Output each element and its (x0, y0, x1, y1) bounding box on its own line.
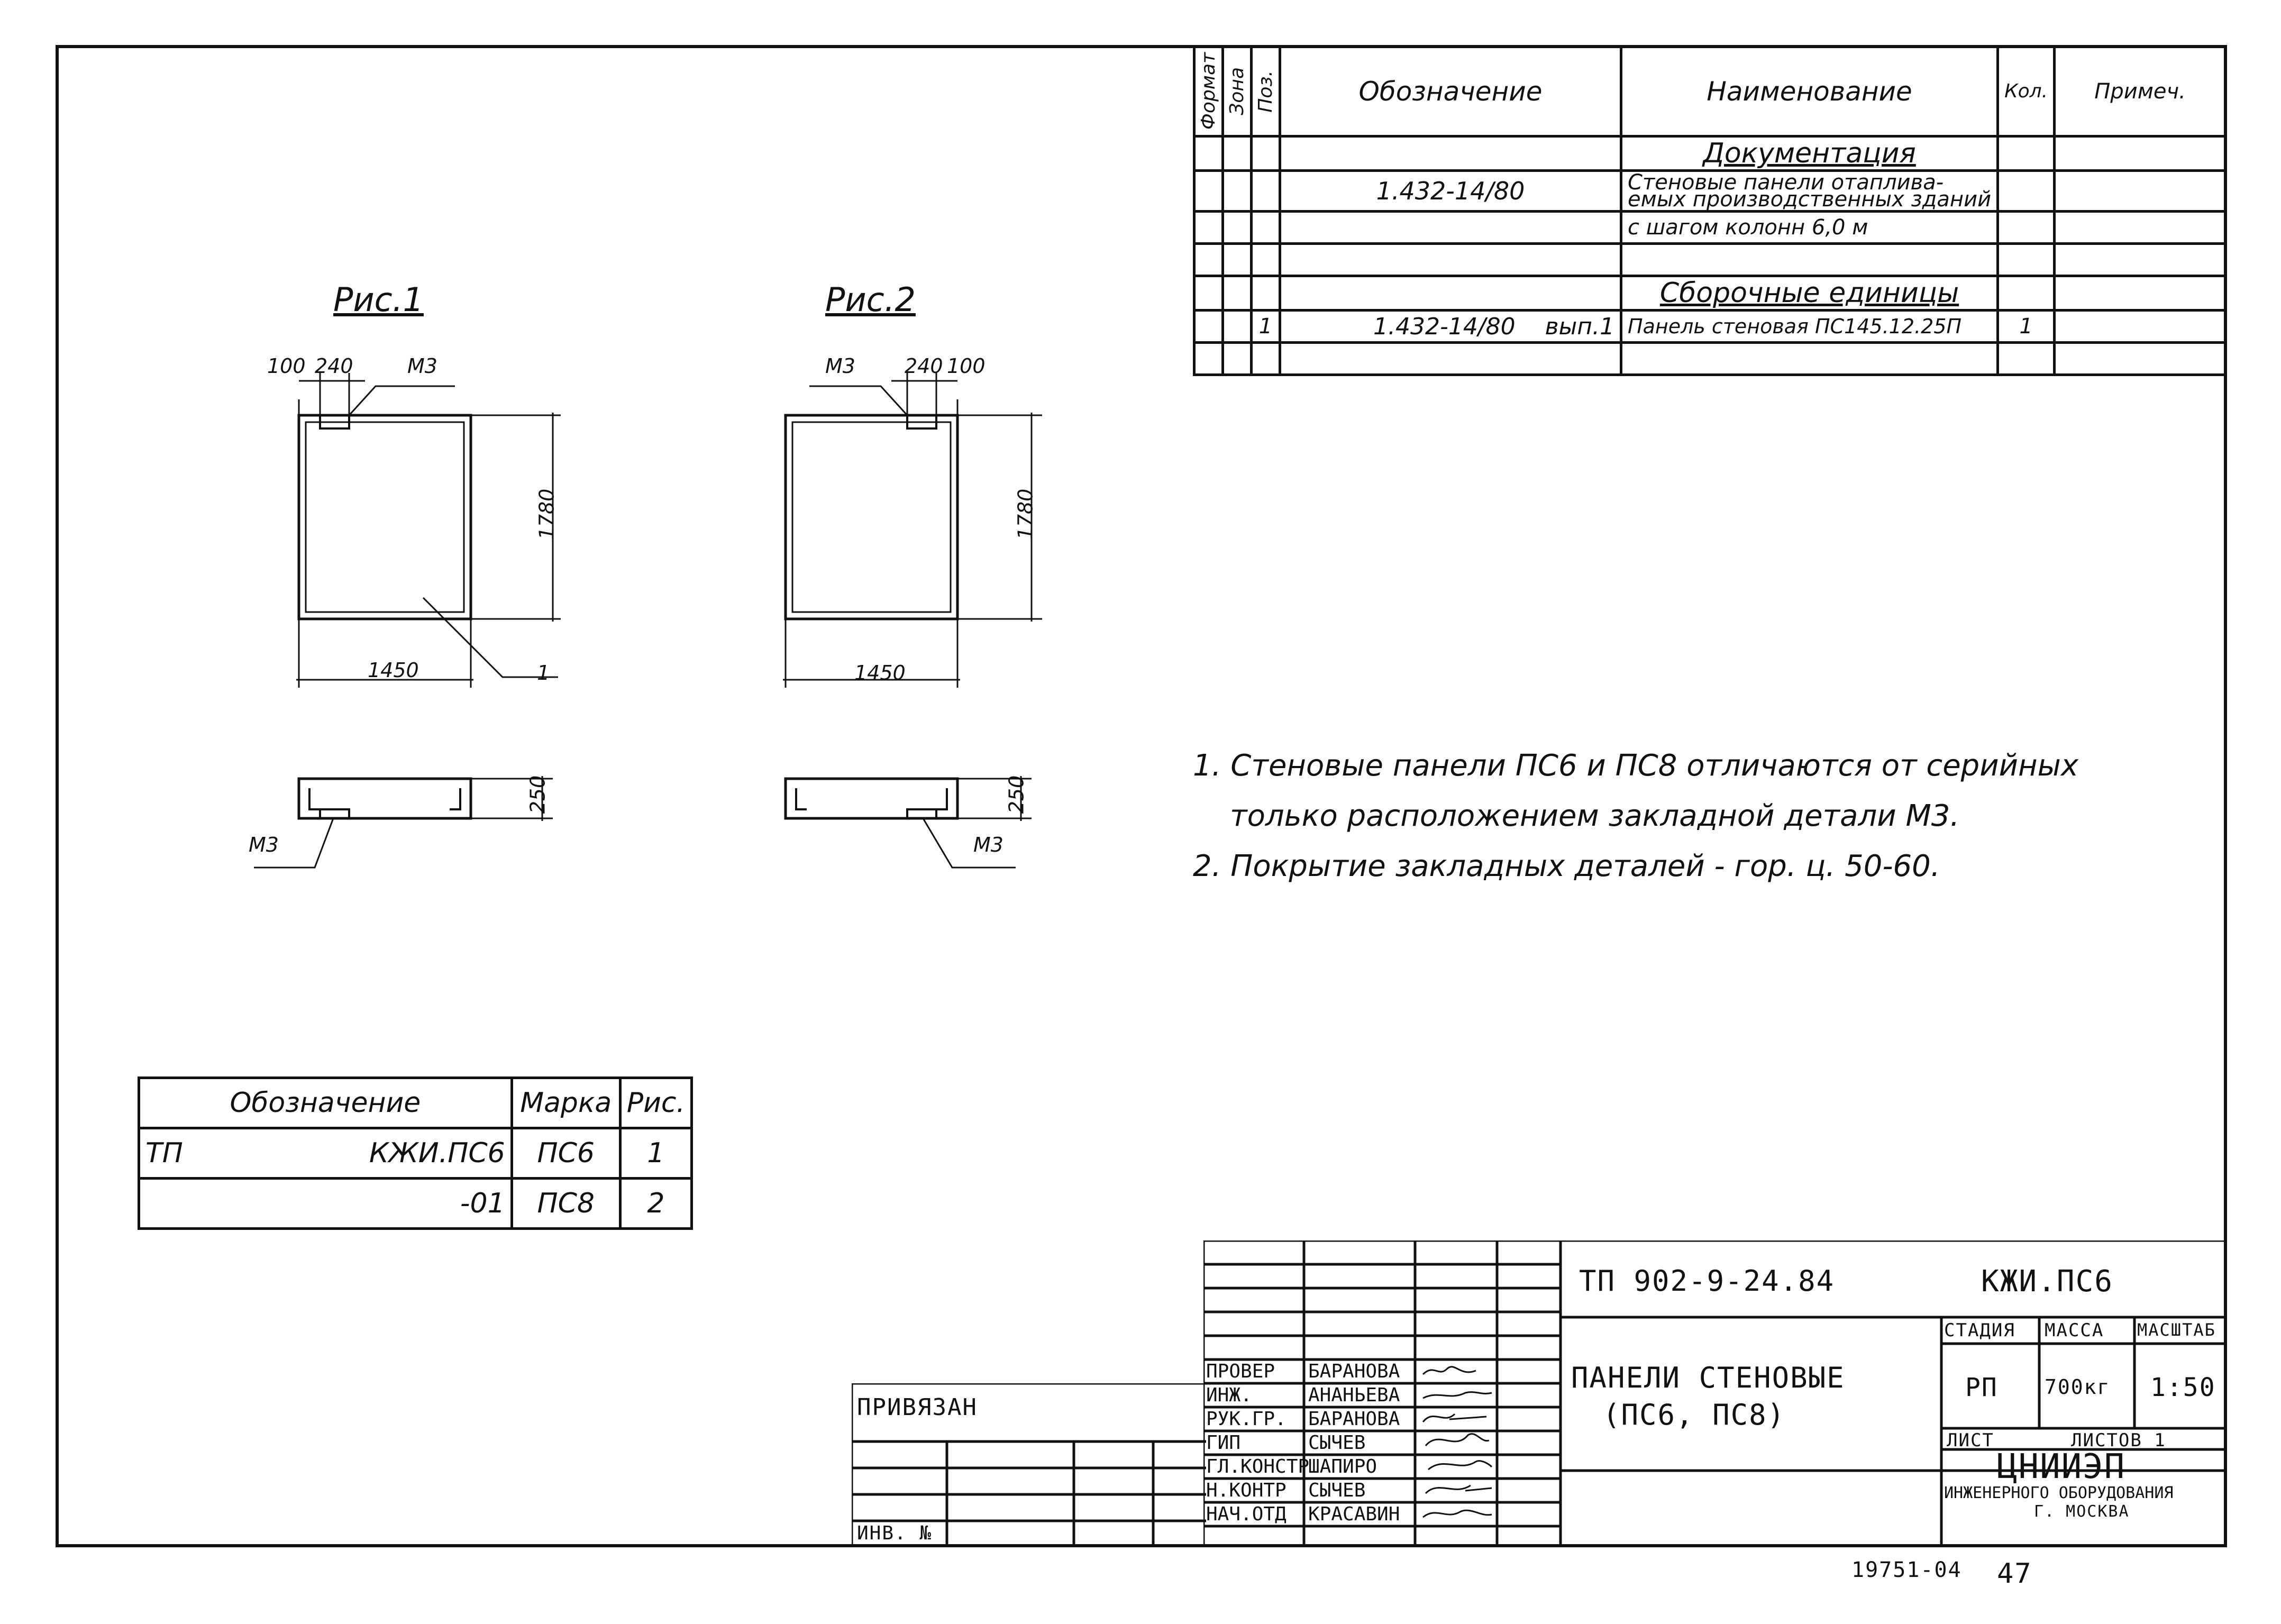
fig1-dim-1450: 1450 (368, 659, 419, 682)
asm-name: Панель стеновая ПС145.12.25П (1619, 309, 2000, 344)
vt-r1-mark: ПС6 (510, 1127, 622, 1180)
note-1-cont: только расположением закладной детали М3… (1230, 799, 1960, 833)
spec-row: с шагом колонн 6,0 м (1193, 210, 2227, 245)
fig1-dim-1780: 1780 (535, 488, 559, 540)
spec-row (1193, 242, 2227, 277)
title-block-grid (1203, 1240, 2227, 1547)
org-name: ЦНИИЭП (1997, 1447, 2126, 1486)
roles-column: ПРОВЕР ИНЖ. РУК.ГР. ГИП ГЛ.КОНСТР Н.КОНТ… (1206, 1361, 1310, 1525)
spec-row: Документация (1193, 135, 2227, 172)
table-row: -01 ПС8 2 (138, 1177, 694, 1230)
vt-h-mark: Марка (510, 1076, 622, 1129)
fig1-drawing (254, 373, 561, 869)
fig1-callout-1: 1 (537, 661, 550, 685)
fig2-drawing (783, 373, 1042, 869)
sheets-label: ЛИСТОВ 1 (2071, 1430, 2166, 1451)
spec-row: 1 1.432-14/80 вып.1 Панель стеновая ПС14… (1193, 309, 2227, 344)
asm-pos: 1 (1250, 309, 1281, 344)
asm-designation: 1.432-14/80 вып.1 (1279, 309, 1622, 344)
spec-table: Формат Зона Поз. Обозначение Наименовани… (1193, 45, 2227, 376)
scale-header: МАСШТАБ (2137, 1320, 2216, 1340)
inv-no-label: ИНВ. № (857, 1522, 933, 1544)
drawing-frame (56, 45, 2227, 1547)
vt-r2-designation: -01 (138, 1177, 513, 1230)
drawing-title: ПАНЕЛИ СТЕНОВЫЕ (ПС6, ПС8) (1571, 1361, 1845, 1431)
fig2-dim-250: 250 (1005, 775, 1028, 814)
section-docs: Документация (1703, 138, 1916, 169)
fig1-dim-m3: М3 (407, 354, 437, 378)
vt-h-fig: Рис. (618, 1076, 694, 1129)
fig1-label: Рис.1 (333, 280, 424, 319)
spec-row: Сборочные единицы (1193, 275, 2227, 312)
section-assemblies: Сборочные единицы (1659, 277, 1959, 309)
title-block: ТП 902-9-24.84 КЖИ.ПС6 ПАНЕЛИ СТЕНОВЫЕ (… (1203, 1240, 2227, 1547)
col-qty: Кол. (1996, 45, 2056, 138)
stage-header: СТАДИЯ (1944, 1320, 2015, 1341)
vt-r2-mark: ПС8 (510, 1177, 622, 1230)
vt-r1-fig: 1 (618, 1127, 694, 1180)
page-number: 47 (1997, 1558, 2032, 1590)
fig1-section-m3: М3 (249, 833, 279, 856)
mass-header: МАССА (2045, 1320, 2104, 1341)
sheet-code: КЖИ.ПС6 (1981, 1264, 2114, 1299)
fig2-dim-240: 240 (905, 354, 943, 378)
fig1-dim-100: 100 (267, 354, 306, 378)
note-2: 2. Покрытие закладных деталей - гор. ц. … (1193, 849, 1940, 883)
stage-value: РП (1965, 1373, 1998, 1402)
doc-designation: 1.432-14/80 (1279, 169, 1622, 213)
doc-name: Стеновые панели отаплива-емых производст… (1619, 169, 2000, 213)
spec-row: 1.432-14/80 Стеновые панели отаплива-емы… (1193, 169, 2227, 213)
col-zone: Зона (1221, 45, 1253, 138)
signatures (1422, 1366, 1493, 1518)
col-pos: Поз. (1250, 45, 1281, 138)
org-subtitle: ИНЖЕНЕРНОГО ОБОРУДОВАНИЯ (1944, 1484, 2174, 1502)
vt-h-designation: Обозначение (138, 1076, 513, 1129)
fig1-dim-250: 250 (526, 775, 550, 814)
fig2-section-m3: М3 (973, 833, 1003, 856)
vt-r2-fig: 2 (618, 1177, 694, 1230)
notes: 1. Стеновые панели ПС6 и ПС8 отличаются … (1193, 741, 2078, 891)
privyazan-label: ПРИВЯЗАН (857, 1394, 978, 1421)
fig2-dim-m3: М3 (825, 354, 855, 378)
col-designation: Обозначение (1279, 45, 1622, 138)
mass-value: 700кг (2045, 1375, 2111, 1399)
org-city: Г. МОСКВА (2034, 1502, 2130, 1521)
fig2-dim-1450: 1450 (854, 661, 906, 685)
sheet-label: ЛИСТ (1947, 1430, 1994, 1451)
project-code: ТП 902-9-24.84 (1579, 1264, 1835, 1298)
asm-qty: 1 (1996, 309, 2056, 344)
fig2-label: Рис.2 (825, 280, 916, 319)
doc-name-cont: с шагом колонн 6,0 м (1619, 210, 2000, 245)
fig2-dim-1780: 1780 (1014, 488, 1037, 540)
note-1: 1. Стеновые панели ПС6 и ПС8 отличаются … (1193, 749, 2078, 783)
col-format: Формат (1193, 45, 1224, 138)
names-column: БАРАНОВА АНАНЬЕВА БАРАНОВА СЫЧЕВ ШАПИРО … (1308, 1361, 1400, 1525)
scale-value: 1:50 (2150, 1373, 2216, 1402)
archive-number: 19751-04 (1851, 1558, 1962, 1582)
col-note: Примеч. (2053, 45, 2227, 138)
fig2-dim-100: 100 (947, 354, 986, 378)
col-name: Наименование (1619, 45, 2000, 138)
fig1-dim-240: 240 (315, 354, 353, 378)
spec-row (1193, 341, 2227, 376)
privyazan-block (852, 1383, 1206, 1547)
